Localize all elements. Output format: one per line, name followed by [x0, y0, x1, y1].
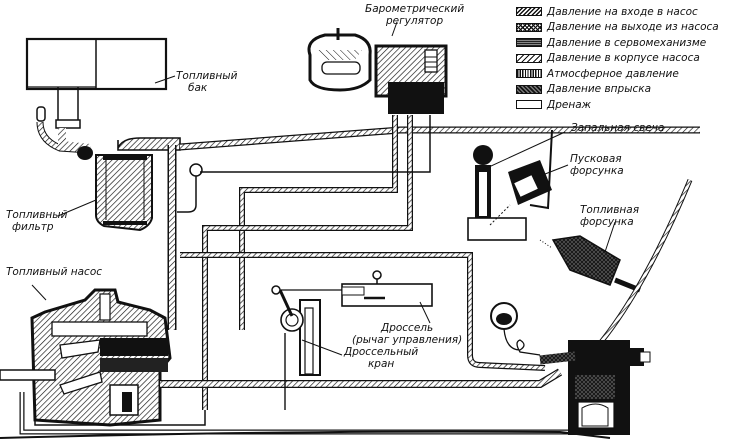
legend-swatch-body [516, 53, 542, 63]
fuel-tank-label: Топливный бак [176, 70, 237, 94]
throttle-lever-label-line1: Дроссель [380, 322, 434, 334]
legend-swatch-atm [516, 69, 542, 79]
legend-item: Давление в корпусе насоса [516, 51, 719, 67]
starting-injector-label: Пусковая форсунка [570, 153, 624, 177]
starting-injector-label-line1: Пусковая [570, 153, 622, 165]
fuel-filter-label-line2: фильтр [12, 221, 54, 233]
fuel-filter-label: Топливный фильтр [6, 209, 67, 233]
legend-label: Давление впрыска [547, 83, 652, 96]
legend-item: Дренаж [516, 97, 719, 113]
legend-label: Давление в сервомеханизме [547, 36, 707, 49]
legend-label: Давление на входе в насос [547, 5, 698, 18]
pressure-gauge [490, 302, 541, 356]
legend-item: Давление на входе в насос [516, 4, 719, 20]
throttle-valve [271, 285, 342, 410]
legend-label: Атмосферное давление [547, 67, 679, 80]
barometric-regulator-label-line1: Барометрический [365, 3, 465, 15]
legend-label: Дренаж [547, 98, 592, 111]
fuel-pump-label: Топливный насос [6, 266, 103, 278]
legend-swatch-servo [516, 38, 542, 48]
throttle-lever-label: Дроссель (рычаг управления) [352, 322, 462, 346]
starting-injector-label-line2: форсунка [570, 165, 624, 177]
legend-item: Давление впрыска [516, 82, 719, 98]
fuel-tank [25, 37, 176, 129]
fuel-injector-label: Топливная форсунка [580, 204, 639, 228]
barometric-regulator-label: Барометрический регулятор [365, 3, 464, 27]
barometric-regulator [307, 21, 448, 114]
legend-item: Атмосферное давление [516, 66, 719, 82]
pressure-gauge-small [189, 163, 203, 177]
throttle-lever-label-line2: (рычаг управления) [352, 334, 463, 346]
legend-label: Давление на выходе из насоса [547, 21, 719, 34]
fuel-tank-label-line2: бак [188, 82, 208, 94]
throttle-valve-label-line2: кран [367, 358, 395, 370]
throttle-valve-label-line1: Дроссельный [344, 346, 419, 358]
starting-assembly [467, 129, 569, 241]
throttle-lever [341, 270, 433, 324]
legend-label: Давление в корпусе насоса [547, 52, 700, 65]
pump-drive-shaft [0, 369, 56, 381]
legend-swatch-inj [516, 84, 542, 94]
legend-swatch-inlet [516, 7, 542, 17]
fuel-injector-label-line1: Топливная [580, 204, 640, 216]
barometric-regulator-label-line2: регулятор [386, 15, 444, 27]
fuel-filter-label-line1: Топливный [6, 209, 68, 221]
legend-item: Давление на выходе из насоса [516, 20, 719, 36]
main-control-unit [539, 340, 651, 435]
fuel-pump [0, 284, 172, 427]
legend-swatch-drain [516, 100, 542, 110]
throttle-valve-leader [301, 339, 343, 356]
shutoff-valve [77, 146, 93, 160]
fuel-filter [57, 137, 181, 232]
ignition-plug-label: Запальная свеча [571, 122, 665, 134]
fuel-injector [539, 221, 641, 293]
fuel-tank-label-line1: Топливный [176, 70, 238, 82]
fuel-injector-label-line2: форсунка [580, 216, 634, 228]
legend-swatch-outlet [516, 22, 542, 32]
throttle-valve-label: Дроссельный кран [344, 346, 418, 370]
legend: Давление на входе в насос Давление на вы… [516, 4, 719, 113]
legend-item: Давление в сервомеханизме [516, 35, 719, 51]
